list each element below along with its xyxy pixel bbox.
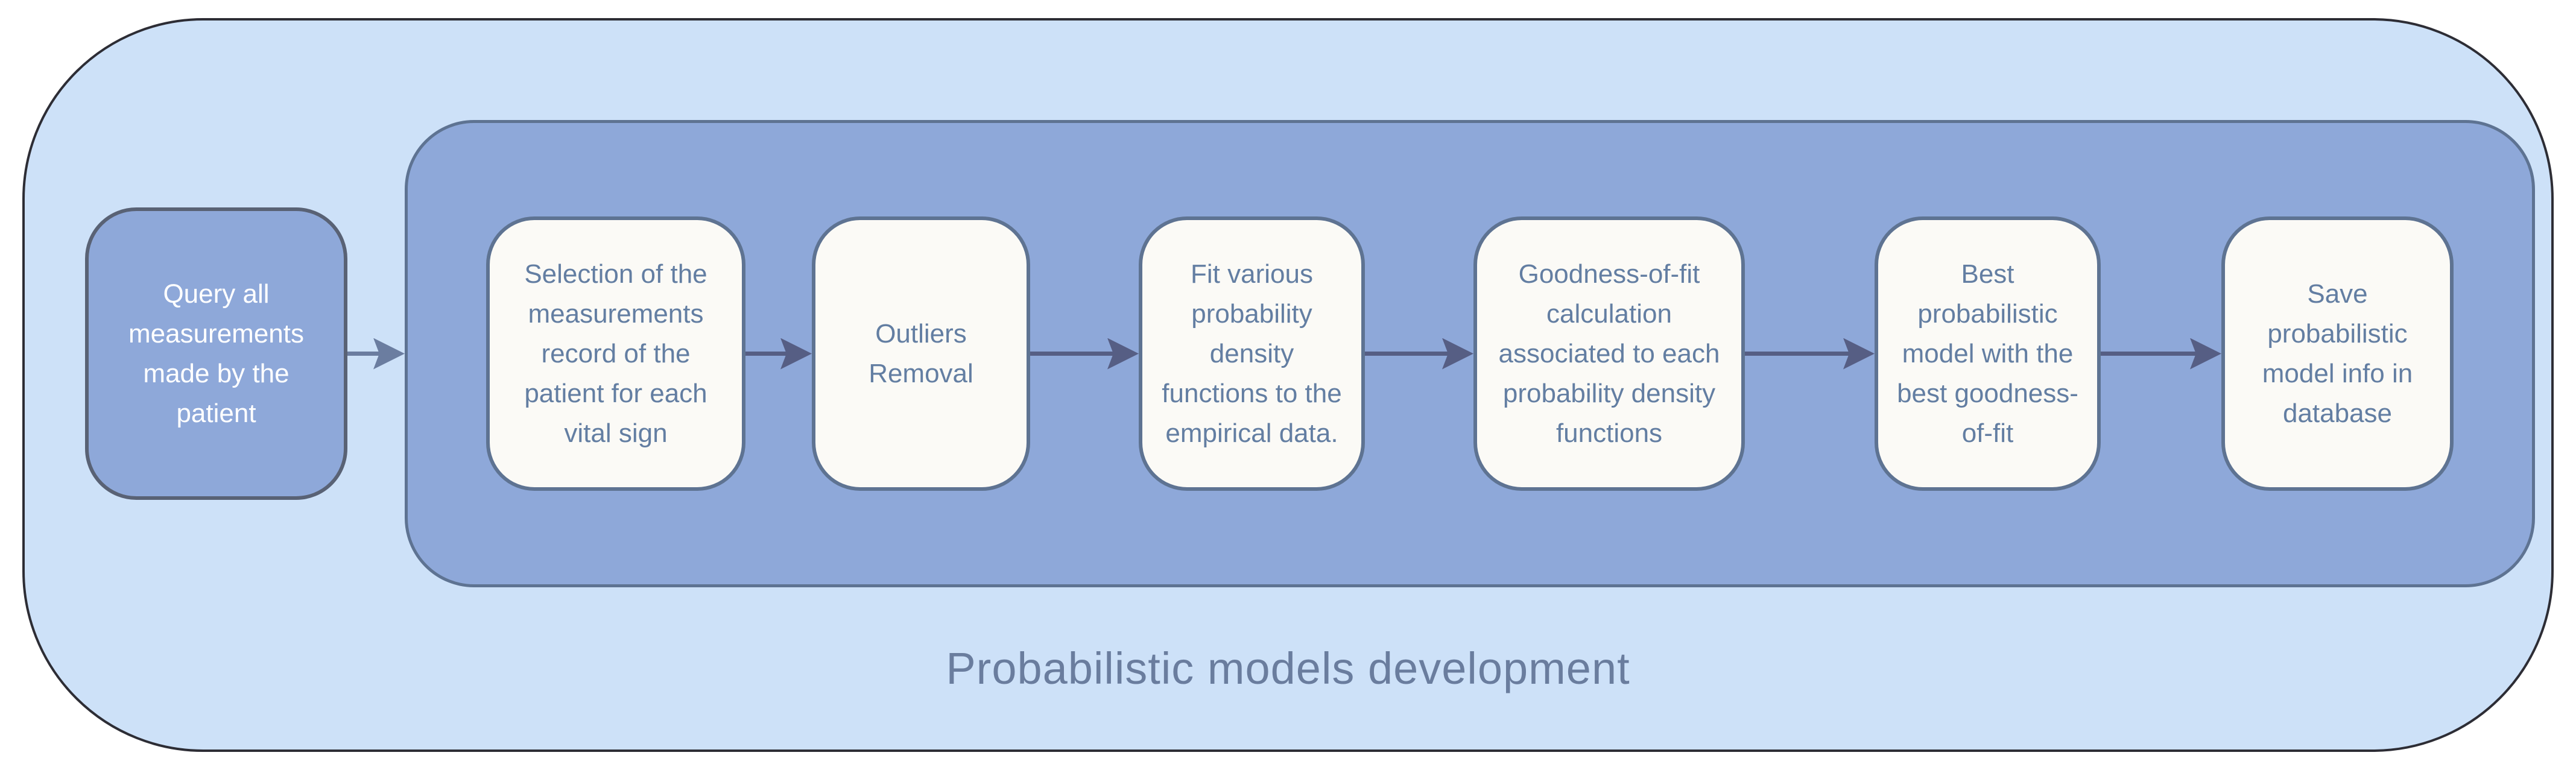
- group-caption: Probabilistic models development: [946, 643, 1630, 693]
- node-label: Goodness-of-fit calculation associated t…: [1498, 259, 1720, 448]
- arrow-connector-6: [2101, 337, 2221, 371]
- arrow-connector-3: [1030, 337, 1139, 371]
- pipeline-outer-container: Query all measurements made by the patie…: [22, 18, 2554, 752]
- node-label: Selection of the measurements record of …: [524, 259, 707, 448]
- arrow-connector-2: [745, 337, 812, 371]
- node-best-probabilistic-model: Best probabilistic model with the best g…: [1875, 216, 2101, 491]
- node-label: Save probabilistic model info in databas…: [2262, 279, 2413, 428]
- arrow-connector-5: [1745, 337, 1875, 371]
- arrow-shaft: [1365, 352, 1449, 356]
- arrow-shaft: [1745, 352, 1850, 356]
- node-goodness-of-fit-calculation: Goodness-of-fit calculation associated t…: [1473, 216, 1745, 491]
- node-fit-probability-density-functions: Fit various probability density function…: [1139, 216, 1365, 491]
- node-selection-of-measurements: Selection of the measurements record of …: [486, 216, 745, 491]
- arrow-shaft: [745, 352, 788, 356]
- pipeline-flow-row: Query all measurements made by the patie…: [25, 120, 2551, 587]
- node-label: Outliers Removal: [869, 318, 973, 388]
- arrow-shaft: [1030, 352, 1115, 356]
- caption-area: Probabilistic models development: [25, 587, 2551, 749]
- node-label: Best probabilistic model with the best g…: [1897, 259, 2078, 448]
- arrow-shaft: [347, 352, 381, 356]
- node-outliers-removal: Outliers Removal: [812, 216, 1030, 491]
- probabilistic-models-group: Selection of the measurements record of …: [405, 120, 2535, 587]
- node-label: Query all measurements made by the patie…: [128, 279, 304, 428]
- arrow-connector-4: [1365, 337, 1473, 371]
- node-query-all-measurements: Query all measurements made by the patie…: [85, 207, 347, 500]
- arrow-shaft: [2101, 352, 2197, 356]
- node-label: Fit various probability density function…: [1162, 259, 1342, 448]
- arrow-connector-1: [347, 337, 405, 371]
- node-save-model-info: Save probabilistic model info in databas…: [2221, 216, 2454, 491]
